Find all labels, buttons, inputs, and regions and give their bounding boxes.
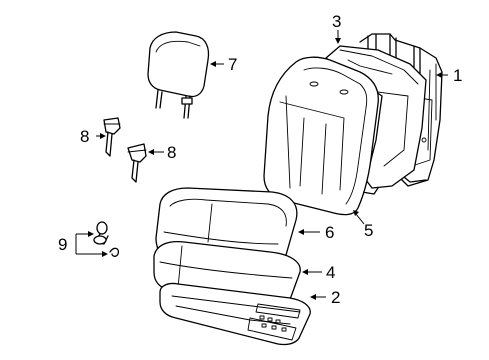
callout-labels: 1 2 3 4 5 6 7 8 8 9	[58, 12, 462, 307]
callout-9: 9	[58, 235, 67, 254]
callout-8-upper: 8	[80, 127, 89, 146]
headrest-guide-2	[127, 143, 147, 183]
callout-8-lower: 8	[167, 143, 176, 162]
callout-5: 5	[364, 221, 373, 240]
callout-1: 1	[453, 66, 462, 85]
callout-3: 3	[332, 12, 341, 31]
bolt-clip	[93, 221, 120, 257]
callout-2: 2	[331, 288, 340, 307]
leader-lines	[75, 30, 448, 300]
seatback-cover	[263, 56, 379, 216]
callout-7: 7	[228, 55, 237, 74]
headrest	[147, 31, 210, 119]
seat-cushion-frame	[159, 282, 311, 346]
callout-4: 4	[326, 263, 335, 282]
callout-6: 6	[325, 223, 334, 242]
seatback-pad	[325, 45, 427, 195]
headrest-guide-1	[103, 117, 121, 157]
